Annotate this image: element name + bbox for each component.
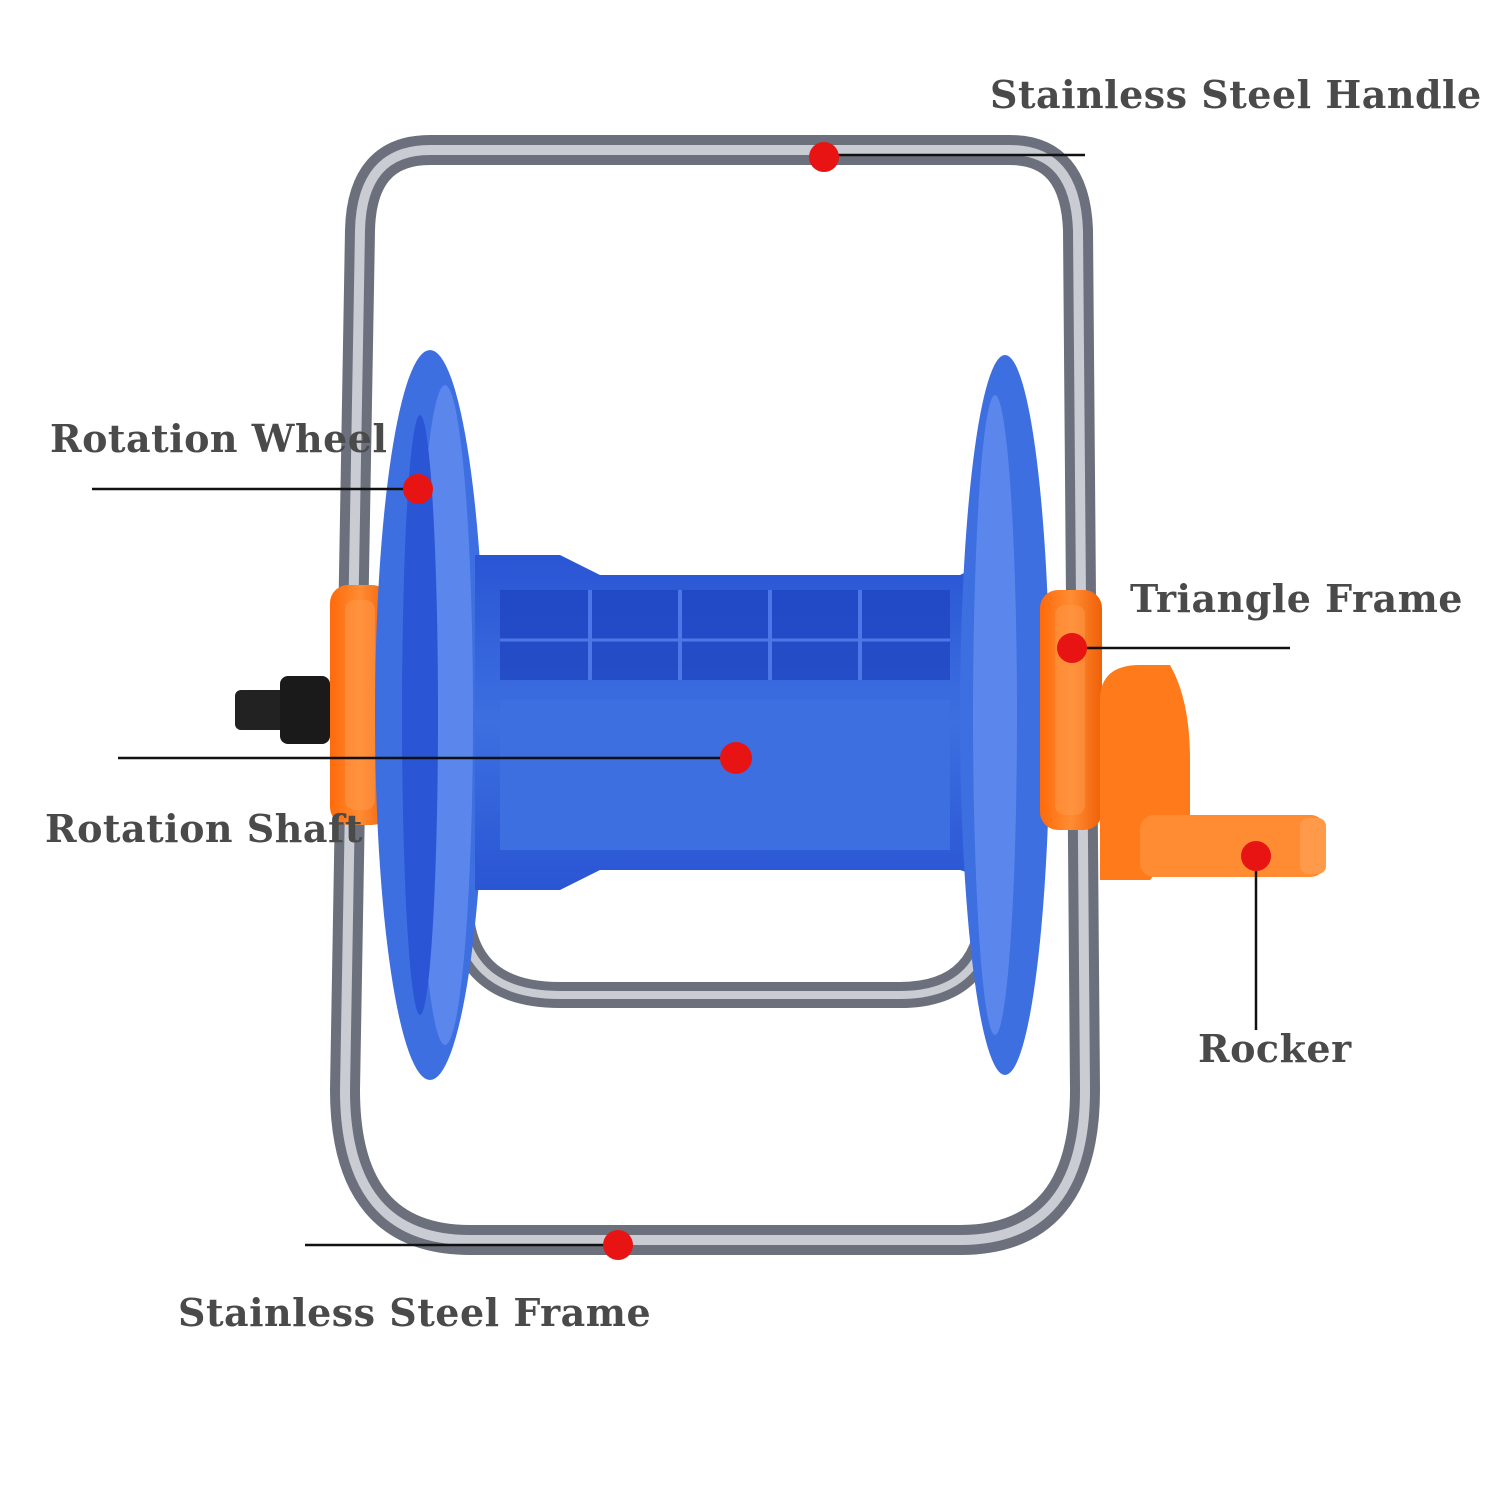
marker-handle <box>809 142 839 172</box>
marker-dots <box>403 142 1271 1260</box>
leader-lines <box>92 153 1290 1247</box>
steel-frame-outer <box>329 135 1101 1255</box>
rotation-drum <box>475 555 990 890</box>
label-rotation-shaft: Rotation Shaft <box>45 806 363 851</box>
marker-rocker <box>1241 841 1271 871</box>
rocker-crank <box>1100 665 1326 880</box>
label-rocker: Rocker <box>1198 1026 1352 1071</box>
label-rotation-wheel: Rotation Wheel <box>50 416 388 461</box>
label-stainless-steel-frame: Stainless Steel Frame <box>178 1290 652 1335</box>
rotation-wheel-left <box>375 350 485 1080</box>
marker-triangle <box>1057 633 1087 663</box>
marker-shaft <box>720 742 752 774</box>
right-bracket <box>1040 590 1102 830</box>
hose-connector <box>235 676 330 744</box>
marker-frame <box>603 1230 633 1260</box>
rotation-wheel-right <box>960 355 1050 1075</box>
steel-frame-inner-bar <box>447 899 1003 1008</box>
label-triangle-frame: Triangle Frame <box>1130 576 1463 621</box>
marker-wheel <box>403 474 433 504</box>
label-stainless-steel-handle: Stainless Steel Handle <box>990 72 1482 117</box>
